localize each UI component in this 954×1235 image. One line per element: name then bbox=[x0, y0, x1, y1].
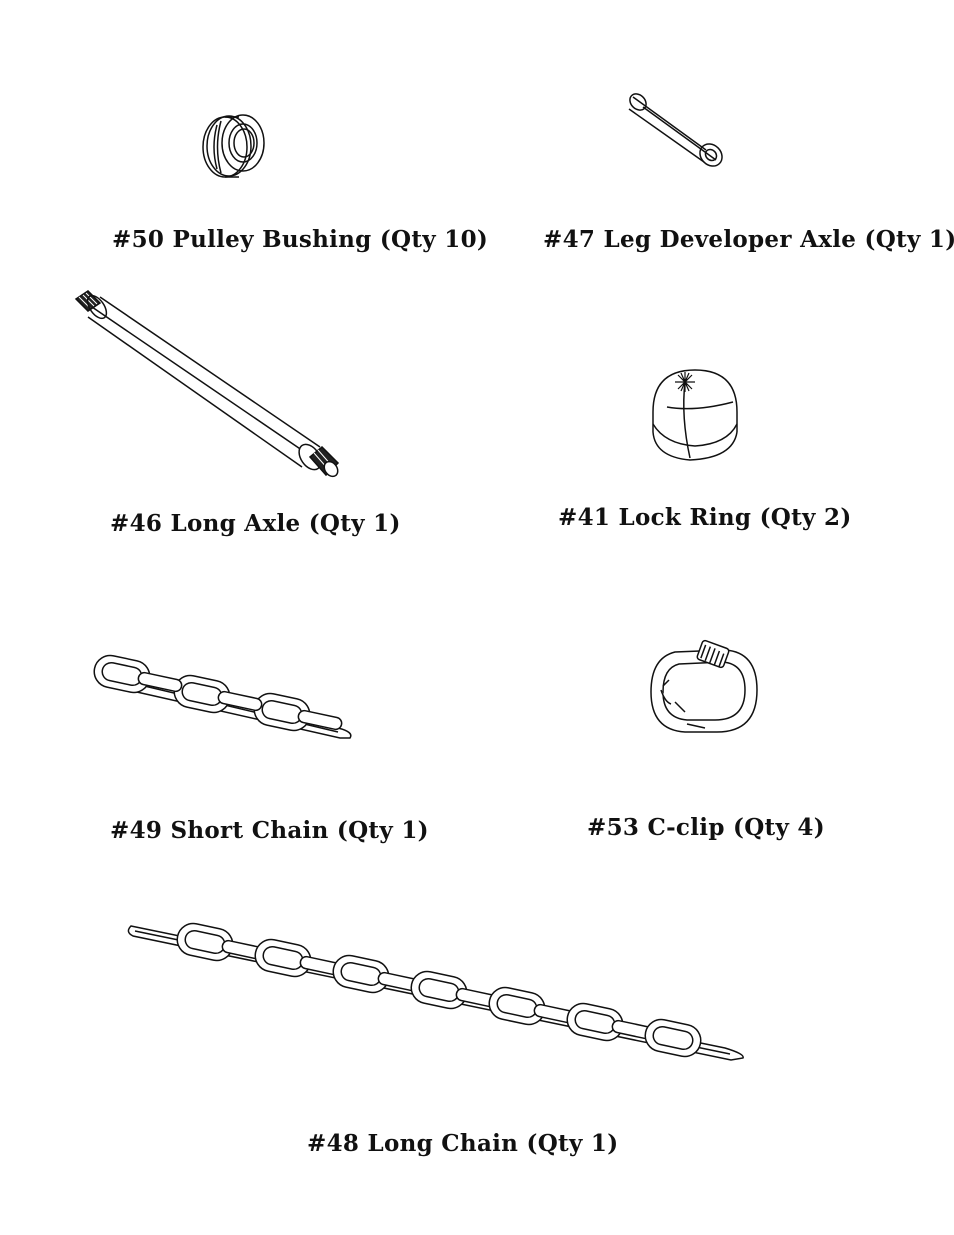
pulley-bushing-label: #50 Pulley Bushing (Qty 10) bbox=[112, 226, 489, 253]
long-axle-label: #46 Long Axle (Qty 1) bbox=[110, 510, 401, 537]
c-clip-label: #53 C-clip (Qty 4) bbox=[587, 814, 825, 841]
long-chain-illustration bbox=[125, 908, 755, 1068]
c-clip-illustration bbox=[645, 632, 765, 742]
chain-link-hole bbox=[652, 1025, 695, 1051]
short-chain-illustration bbox=[88, 648, 358, 748]
long-chain-label: #48 Long Chain (Qty 1) bbox=[307, 1130, 619, 1157]
lock-ring-illustration bbox=[645, 362, 745, 467]
lock-ring-label: #41 Lock Ring (Qty 2) bbox=[558, 504, 852, 531]
leg-developer-axle-label: #47 Leg Developer Axle (Qty 1) bbox=[543, 226, 954, 253]
short-chain-label: #49 Short Chain (Qty 1) bbox=[110, 817, 429, 844]
leg-developer-axle-illustration bbox=[620, 90, 730, 175]
pulley-bushing-illustration bbox=[195, 105, 280, 185]
long-axle-illustration bbox=[70, 285, 345, 485]
